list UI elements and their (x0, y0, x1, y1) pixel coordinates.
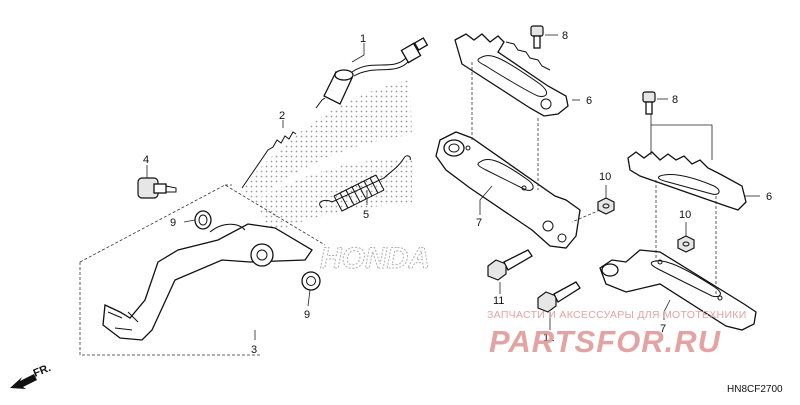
callout-8-upper: 8 (562, 30, 568, 42)
return-spring (319, 155, 411, 212)
callout-10-upper: 10 (599, 171, 611, 183)
seal-upper (194, 210, 212, 230)
callout-11-upper: 11 (493, 295, 504, 307)
callout-10-lower: 10 (679, 209, 691, 221)
flange-bolt-lower (537, 281, 581, 313)
callout-7-lower: 7 (660, 323, 666, 335)
brand-watermark-text: HONDA (320, 242, 430, 275)
pedal-pivot-boss (250, 243, 274, 267)
brake-pedal (102, 223, 313, 341)
step-bracket-upper (435, 131, 581, 249)
pedal-spring (241, 131, 297, 189)
direction-label: FR. (32, 362, 53, 380)
step-bracket-lower (599, 249, 757, 331)
pivot-bolt (137, 177, 177, 199)
watermark-tagline: ЗАПЧАСТИ И АКСЕССУАРЫ ДЛЯ МОТОТЕХНИКИ (487, 309, 747, 321)
callout-9-lower: 9 (304, 309, 310, 321)
bolt-upper (530, 25, 544, 49)
partsfor-watermark: ЗАПЧАСТИ И АКСЕССУАРЫ ДЛЯ МОТОТЕХНИКИ PA… (487, 309, 747, 359)
nut-lower (677, 235, 695, 253)
honda-wing-watermark: HONDA (240, 80, 431, 276)
front-arrow-icon (10, 374, 37, 389)
callout-labels: 1 2 3 4 5 6 6 7 7 8 8 9 9 10 10 11 11 (143, 30, 772, 356)
footpeg-upper (454, 33, 569, 117)
callout-5: 5 (363, 209, 369, 221)
callout-7-upper: 7 (476, 217, 482, 229)
callout-8-lower: 8 (672, 94, 678, 106)
brake-pedal-group (79, 37, 429, 356)
front-direction-indicator: FR. (10, 362, 53, 389)
stop-switch (315, 37, 429, 109)
callout-2: 2 (279, 110, 285, 122)
callout-4: 4 (143, 154, 149, 166)
watermark-brand: PARTSFOR.RU (489, 324, 722, 359)
diagram-code: HN8CF2700 (727, 384, 783, 395)
callout-9-upper: 9 (170, 217, 176, 229)
nut-upper (597, 197, 615, 215)
callout-3: 3 (251, 344, 257, 356)
footpeg-lower (627, 151, 747, 211)
callout-11-lower: 11 (543, 332, 554, 344)
callout-6-upper: 6 (586, 95, 592, 107)
callout-1: 1 (360, 33, 366, 45)
callout-6-lower: 6 (766, 191, 772, 203)
seal-lower (301, 271, 321, 291)
leader-lines (146, 34, 760, 340)
flange-bolt-upper (487, 249, 533, 281)
bolt-lower (642, 91, 656, 115)
